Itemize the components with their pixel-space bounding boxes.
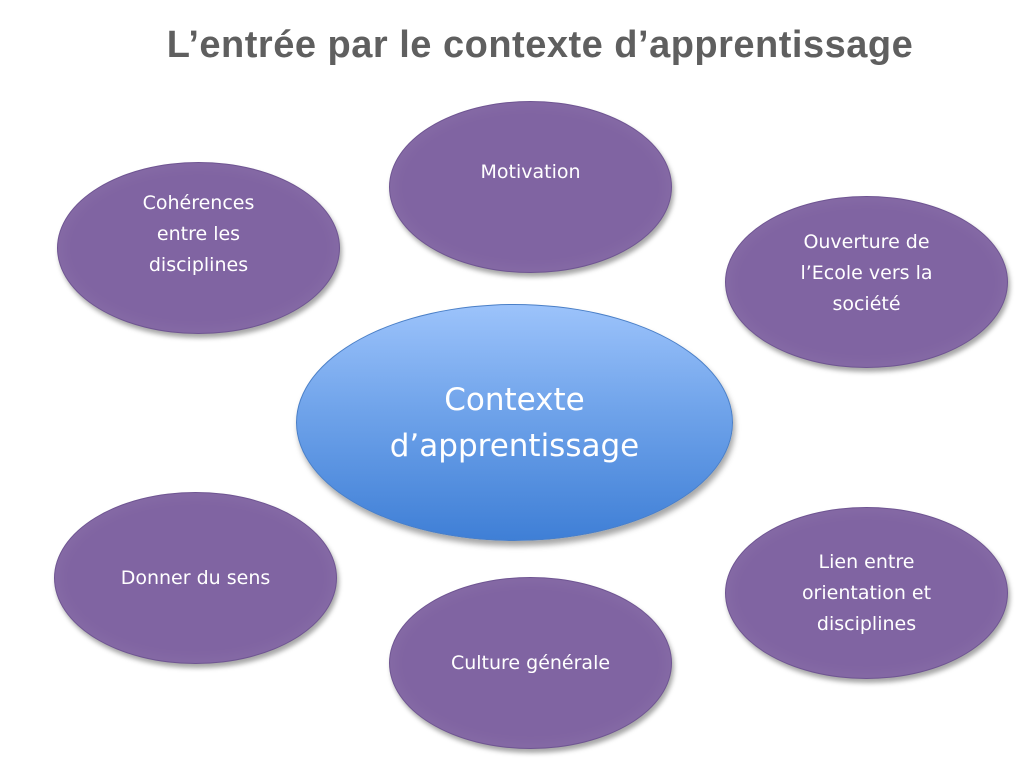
node-culture: Culture générale xyxy=(389,577,672,749)
node-ouverture-label: Ouverture de l’Ecole vers la société xyxy=(800,230,933,315)
slide-title: L’entrée par le contexte d’apprentissage xyxy=(166,24,914,66)
node-culture-label: Culture générale xyxy=(450,651,611,674)
node-motivation: Motivation xyxy=(389,101,672,273)
node-coherences-label: Cohérences entre les disciplines xyxy=(142,191,255,276)
node-motivation-label: Motivation xyxy=(480,160,581,183)
node-coherences: Cohérences entre les disciplines xyxy=(57,162,340,334)
center-node: Contexte d’apprentissage xyxy=(296,304,733,541)
node-lien: Lien entre orientation et disciplines xyxy=(725,507,1008,679)
node-sens-label: Donner du sens xyxy=(120,566,271,589)
node-ouverture: Ouverture de l’Ecole vers la société xyxy=(725,196,1008,368)
center-node-label: Contexte d’apprentissage xyxy=(389,381,640,464)
node-sens: Donner du sens xyxy=(54,492,337,664)
node-lien-label: Lien entre orientation et disciplines xyxy=(801,550,932,635)
